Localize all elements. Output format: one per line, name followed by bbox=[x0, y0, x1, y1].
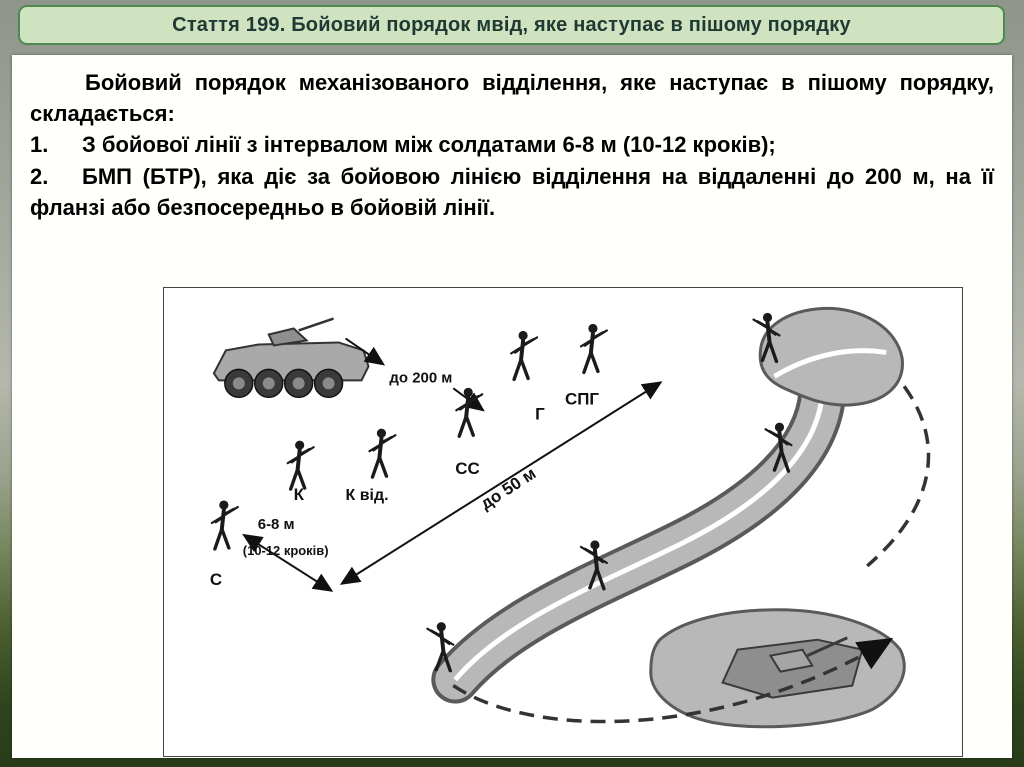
body-item-1: 1. З бойової лінії з інтервалом між солда… bbox=[30, 129, 994, 160]
label-grenadier: Г bbox=[535, 404, 545, 423]
soldier-senior-rifleman bbox=[454, 385, 485, 439]
label-distance-200m: до 200 м bbox=[389, 369, 452, 386]
soldier-spg-gunner bbox=[578, 321, 609, 375]
label-squad-leader: К від. bbox=[346, 487, 389, 504]
label-interval: 6-8 м bbox=[258, 516, 295, 533]
label-rifleman: С bbox=[210, 570, 222, 589]
body-item-2: 2.БМП (БТР), яка діє за бойовою лінією в… bbox=[30, 161, 994, 223]
route-dashed-arrow-bottom bbox=[452, 637, 894, 724]
label-distance-50m: до 50 м bbox=[477, 464, 539, 514]
soldier-squad-leader bbox=[367, 426, 398, 480]
label-machine-gunner: К bbox=[294, 485, 305, 504]
label-senior-rifleman: СС bbox=[455, 459, 479, 478]
interval-6-8m-arrow bbox=[242, 533, 334, 592]
route-dashed-curve-right bbox=[866, 385, 931, 568]
label-steps: (10-12 кроків) bbox=[243, 543, 329, 558]
soldier-grenadier bbox=[509, 328, 540, 382]
item-1-text: З бойової лінії з інтервалом між солдата… bbox=[82, 132, 776, 158]
soldier-rifleman bbox=[209, 498, 240, 551]
trench-strongpoint bbox=[758, 307, 904, 407]
bmp-vehicle-top bbox=[721, 636, 864, 699]
slide-content-panel: Бойовий порядок механізованого відділенн… bbox=[12, 55, 1012, 758]
slide-title-bar: Стаття 199. Бойовий порядок мвід, яке на… bbox=[18, 5, 1005, 45]
soldier-machine-gunner bbox=[285, 438, 316, 492]
slide-title: Стаття 199. Бойовий порядок мвід, яке на… bbox=[172, 13, 851, 36]
tactical-diagram: до 200 м Г СПГ СС К К від. 6-8 м (10-12 … bbox=[209, 307, 931, 729]
distance-50m-arrow bbox=[339, 381, 663, 585]
dug-in-vehicle-position bbox=[649, 608, 906, 729]
distance-200m-arrow-upper bbox=[344, 337, 386, 366]
item-2-number: 2. bbox=[30, 163, 49, 189]
trench-system bbox=[431, 307, 904, 704]
diagram-box: до 200 м Г СПГ СС К К від. 6-8 м (10-12 … bbox=[163, 287, 963, 757]
item-2-text: БМП (БТР), яка діє за бойовою лінією від… bbox=[30, 163, 994, 220]
label-spg: СПГ bbox=[565, 389, 599, 408]
body-text: Бойовий порядок механізованого відділенн… bbox=[30, 67, 994, 223]
body-intro: Бойовий порядок механізованого відділенн… bbox=[30, 70, 994, 127]
soldier-defender bbox=[425, 620, 456, 673]
btr-vehicle bbox=[212, 317, 370, 399]
item-1-number: 1. bbox=[30, 132, 49, 158]
